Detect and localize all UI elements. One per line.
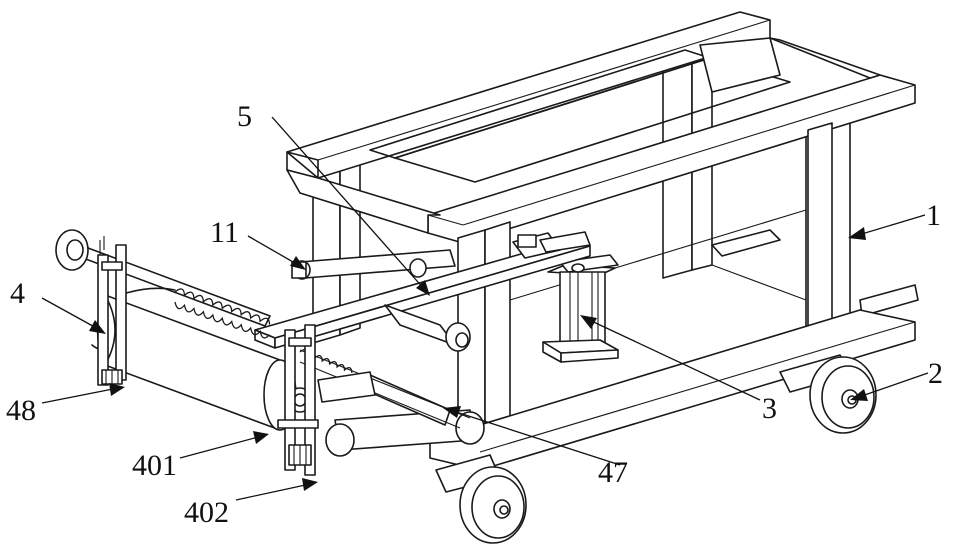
callout-401: 401	[132, 449, 177, 482]
callout-3: 3	[762, 392, 777, 425]
arrow-4	[89, 320, 106, 334]
callout-1: 1	[926, 199, 941, 232]
arrow-1	[848, 227, 866, 240]
callout-11: 11	[210, 216, 239, 249]
leader-3	[584, 317, 761, 401]
callout-402: 402	[184, 496, 229, 529]
leader-11	[247, 235, 301, 267]
callout-48: 48	[6, 394, 36, 427]
leader-4	[41, 297, 101, 331]
callout-5: 5	[237, 100, 252, 133]
bracket-left	[97, 236, 127, 386]
callout-labels: 1 2 3 4 5 11 47 48 401 402	[6, 100, 943, 529]
leader-402	[235, 483, 311, 501]
callout-4: 4	[10, 277, 25, 310]
leader-lines	[41, 116, 929, 501]
leader-2	[855, 372, 929, 399]
arrow-5	[416, 280, 430, 296]
arrow-401	[253, 431, 269, 444]
arrow-11	[290, 256, 306, 270]
leader-47	[449, 409, 621, 466]
wheel-front-left	[435, 454, 527, 544]
leader-5	[271, 116, 426, 291]
handle-rod	[291, 249, 471, 352]
hydraulic-cylinder	[542, 254, 619, 363]
leader-48	[41, 387, 119, 404]
callout-47: 47	[598, 456, 628, 489]
callout-2: 2	[928, 357, 943, 390]
arrow-2	[850, 389, 868, 401]
arrow-47	[443, 406, 461, 418]
arrow-3	[580, 315, 597, 329]
arrow-402	[302, 478, 318, 491]
leader-401	[179, 435, 263, 459]
wheel-rear-right	[779, 354, 877, 434]
leader-1	[854, 214, 926, 237]
arrow-48	[109, 383, 125, 396]
bracket-front	[277, 324, 319, 476]
